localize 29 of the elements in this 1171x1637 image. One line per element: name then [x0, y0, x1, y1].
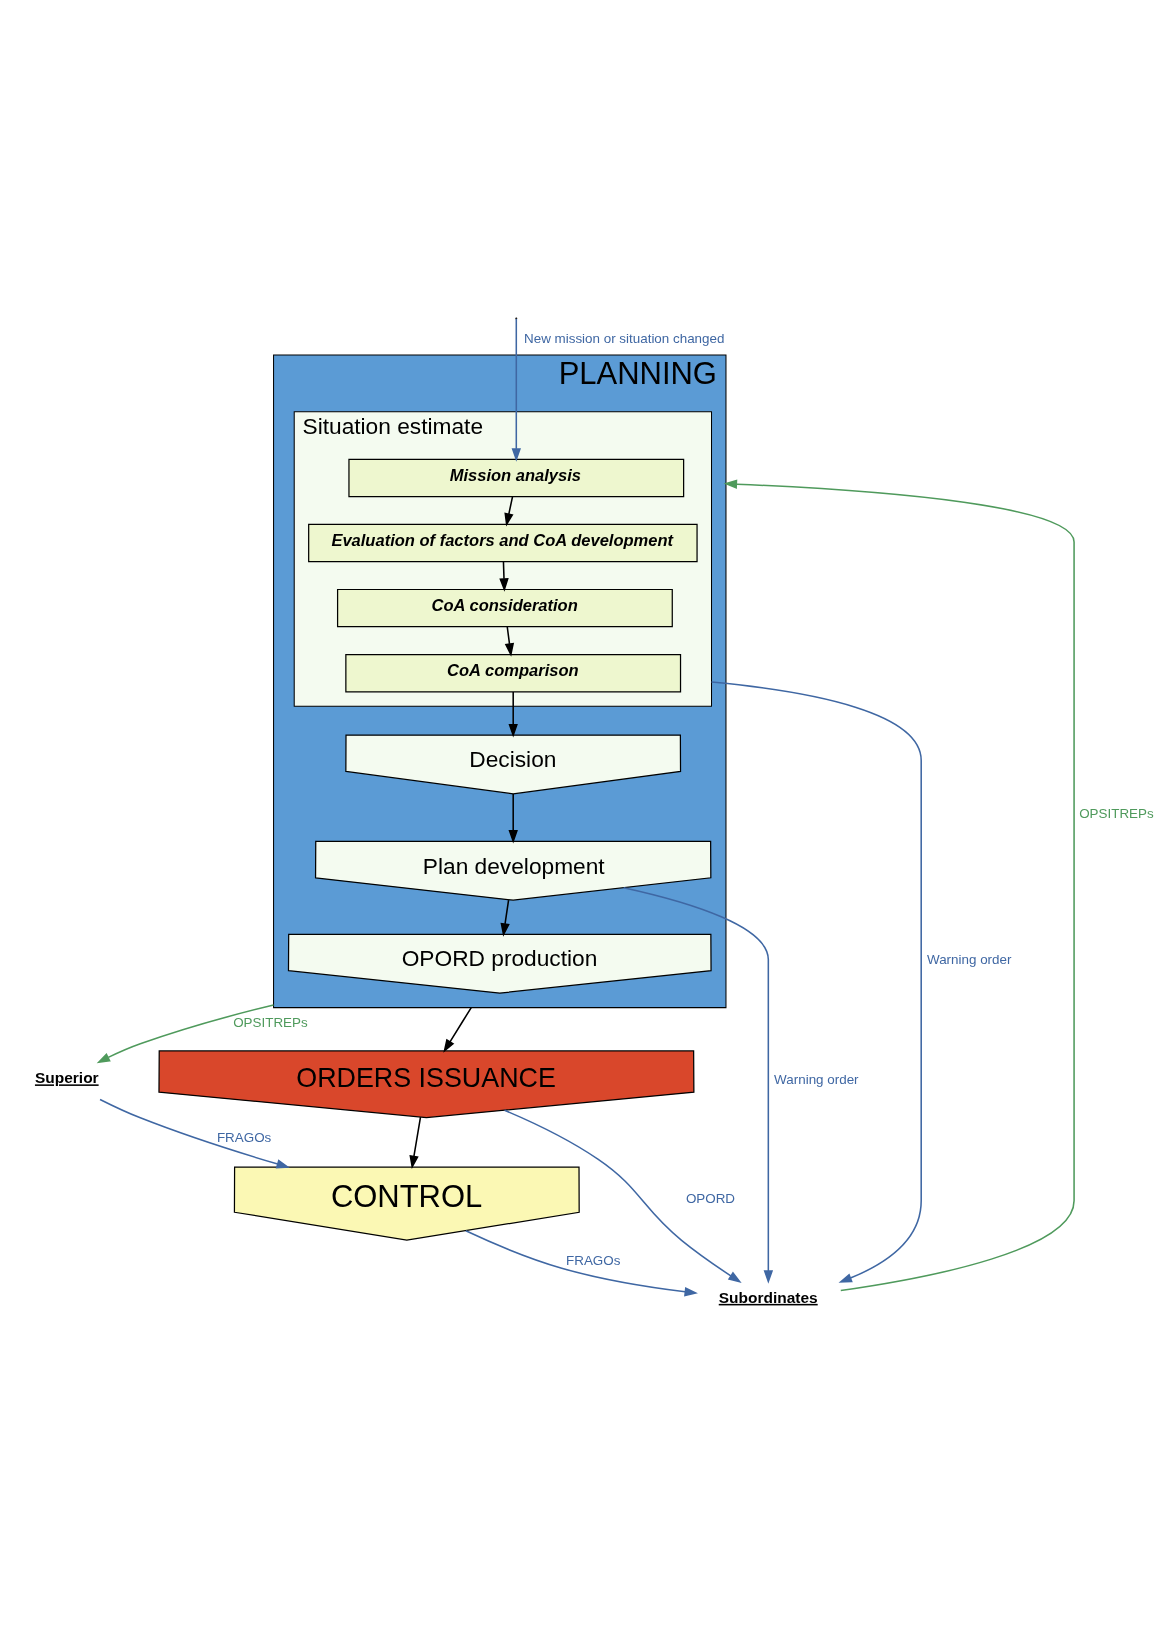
edge-label: New mission or situation changed	[524, 331, 725, 347]
edge-label: OPSITREPs	[233, 1014, 308, 1030]
node-box: CoA consideration	[337, 588, 673, 628]
node-box: Mission analysis	[348, 458, 685, 498]
arrow	[511, 318, 521, 462]
node-text: Subordinates	[718, 1288, 818, 1306]
node-box: CoA comparison	[345, 653, 682, 693]
edge-label: OPORD	[685, 1191, 736, 1207]
arrow	[96, 1004, 275, 1064]
edge-label: OPSITREPs	[1079, 806, 1154, 822]
arrow	[508, 793, 518, 844]
arrow	[99, 1098, 290, 1169]
edge-label: FRAGOs	[566, 1252, 621, 1268]
arrow	[443, 1006, 472, 1053]
edge-label: Warning order	[774, 1072, 859, 1088]
arrow	[723, 479, 1075, 1292]
arrow	[465, 1230, 698, 1297]
arrow	[503, 1109, 742, 1283]
arrow	[500, 899, 510, 937]
edge-label: FRAGOs	[216, 1129, 272, 1145]
node-box: Evaluation of factors and CoA development	[308, 523, 698, 563]
arrow	[504, 626, 515, 657]
arrow	[508, 691, 518, 738]
arrow	[409, 1116, 422, 1169]
arrow	[504, 496, 514, 527]
arrow	[710, 681, 922, 1283]
node-text: Superior	[34, 1069, 99, 1087]
arrow	[622, 886, 774, 1284]
edge-label: Warning order	[927, 952, 1012, 968]
